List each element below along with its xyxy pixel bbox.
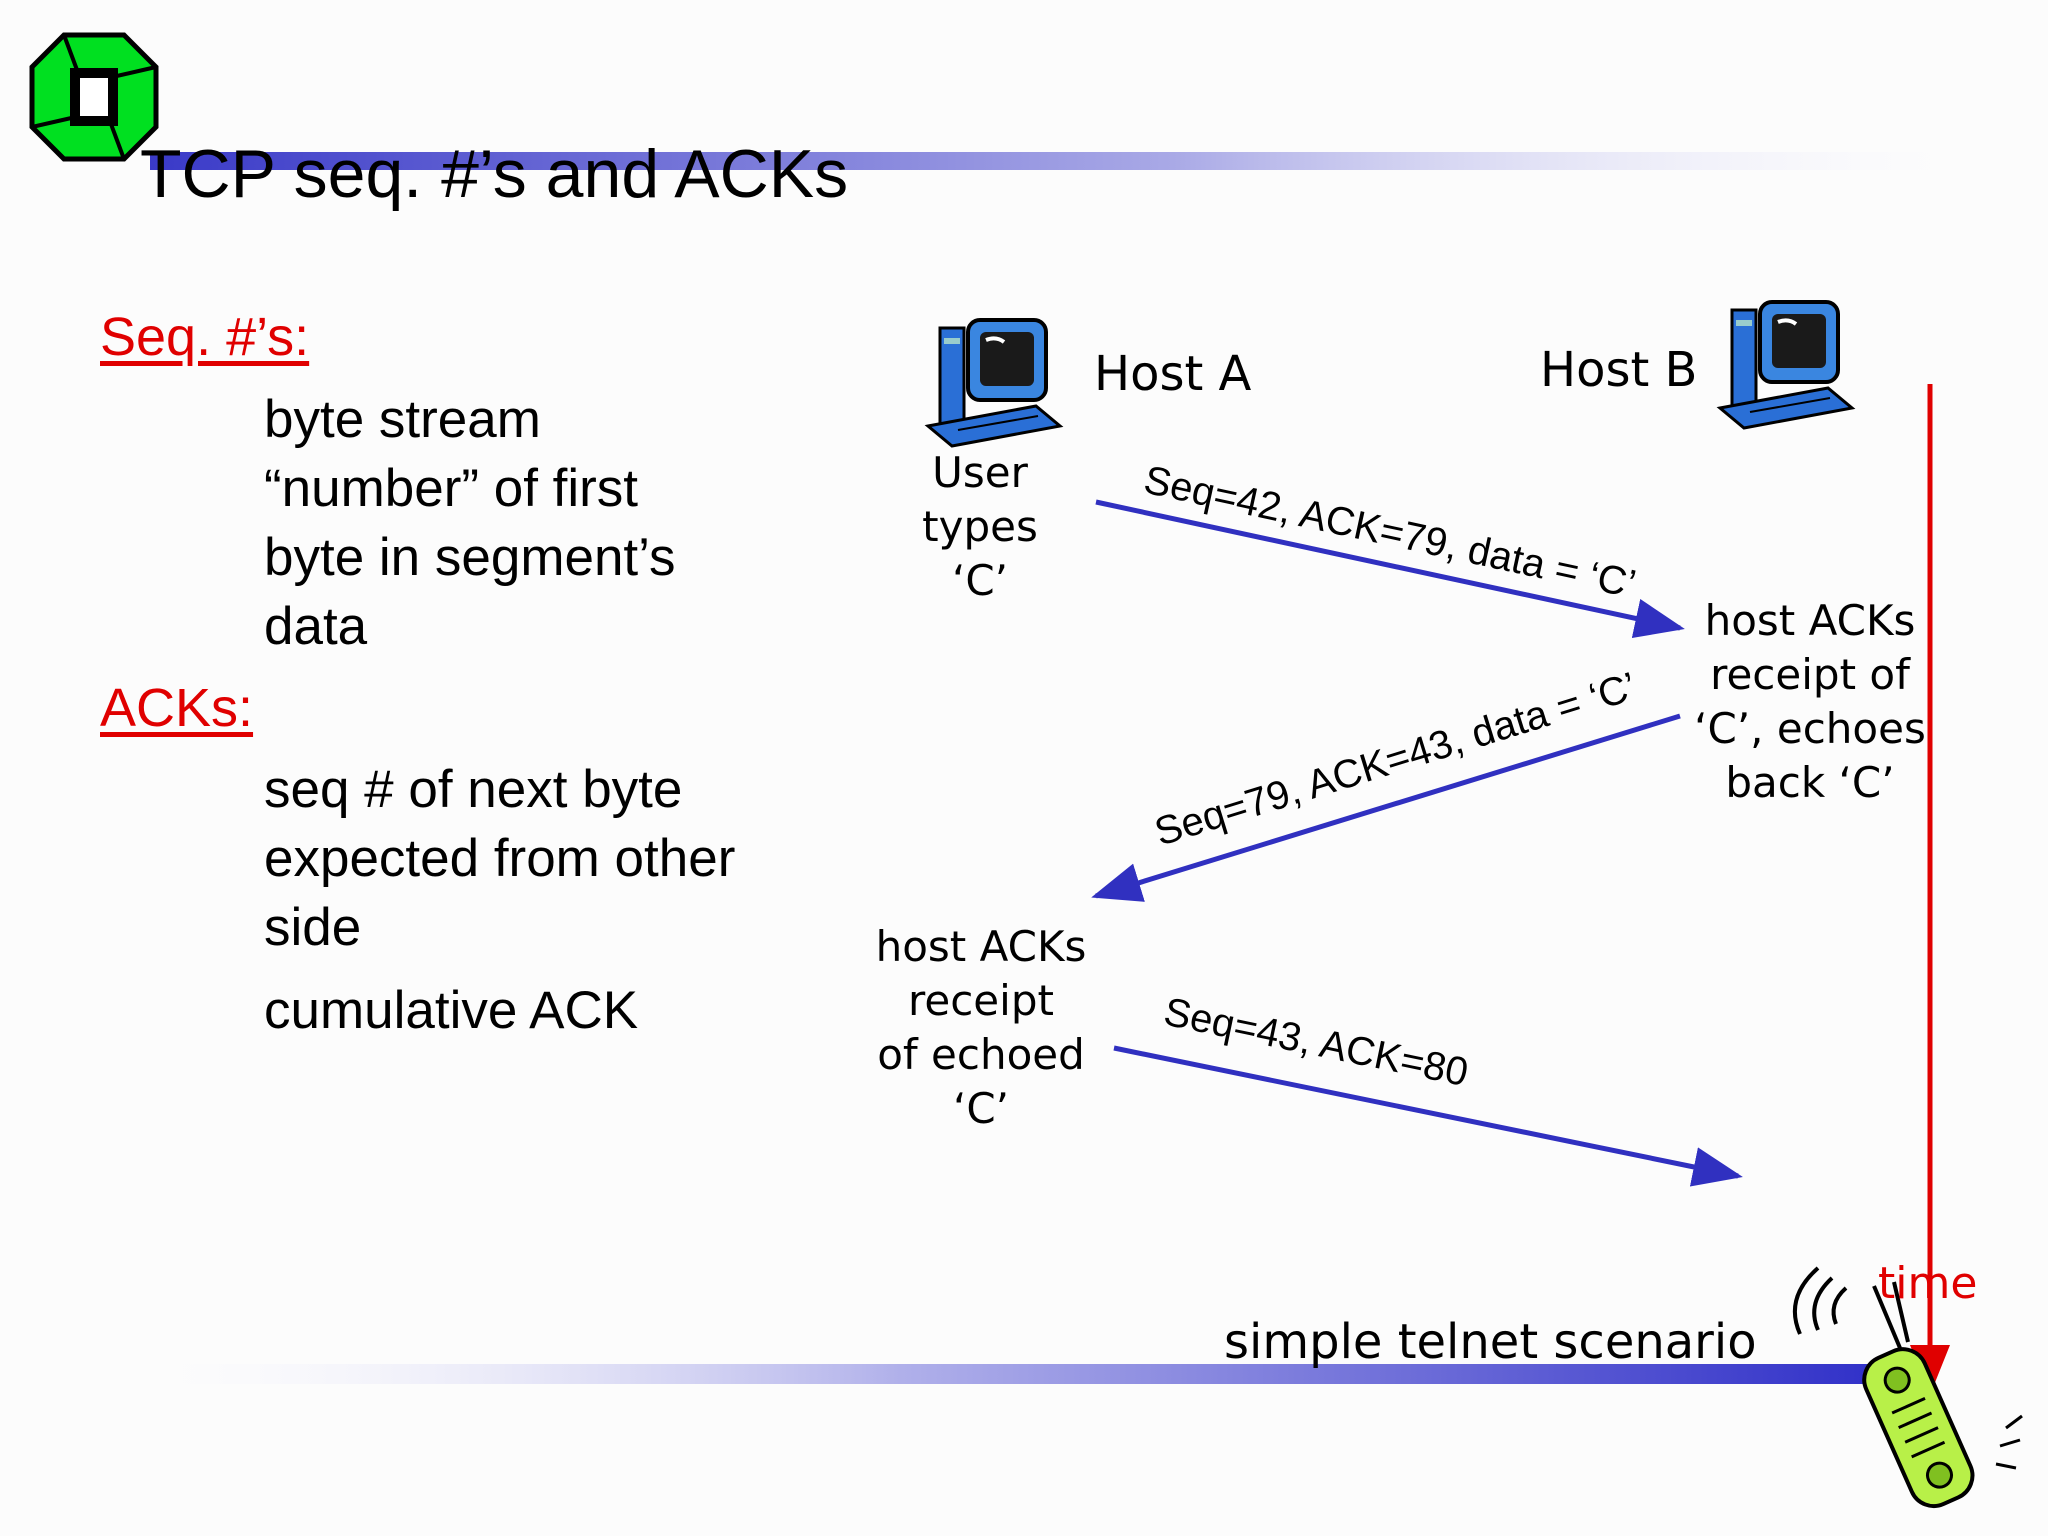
seq-description: byte stream “number” of first byte in se…: [264, 385, 675, 661]
arrow-msg1: [1095, 499, 1685, 639]
note-line: ‘C’: [952, 1084, 1010, 1133]
note-line: of echoed: [877, 1030, 1085, 1079]
note-line: receipt of: [1710, 650, 1910, 699]
bottom-bar: [100, 1364, 1880, 1384]
seq-line: data: [264, 597, 368, 656]
note-line: back ‘C’: [1725, 758, 1895, 807]
host-b-label: Host B: [1540, 342, 1698, 398]
note-line: host ACKs: [875, 922, 1087, 971]
arrow-msg3: [1113, 1045, 1743, 1187]
note-line: User: [932, 448, 1028, 497]
acks-line: expected from other: [264, 829, 736, 888]
seq-line: “number” of first: [264, 459, 639, 518]
caption: simple telnet scenario: [1224, 1314, 1757, 1370]
cumulative-ack-text: cumulative ACK: [264, 981, 639, 1040]
cumulative-ack: cumulative ACK: [264, 976, 638, 1045]
computer-icon-host-a: [924, 318, 1064, 448]
host-a-label: Host A: [1094, 346, 1252, 402]
arrow-msg2: [1091, 713, 1681, 902]
acks-description: seq # of next byte expected from other s…: [264, 755, 735, 962]
note-line: receipt: [908, 976, 1054, 1025]
seq-line: byte stream: [264, 390, 541, 449]
note-line: ‘C’: [951, 556, 1009, 605]
top-bar: [150, 152, 2010, 170]
note-line: ‘C’, echoes: [1694, 704, 1926, 753]
note-user-types: User types ‘C’: [900, 446, 1060, 608]
acks-line: side: [264, 898, 362, 957]
acks-line: seq # of next byte: [264, 760, 683, 819]
time-label: time: [1878, 1258, 1978, 1309]
note-host-a-ack: host ACKs receipt of echoed ‘C’: [866, 920, 1096, 1136]
seq-line: byte in segment’s: [264, 528, 676, 587]
phone-icon: [1792, 1266, 2023, 1509]
msg2-label: Seq=79, ACK=43, data = ‘C’: [1150, 664, 1642, 854]
slide-title: TCP seq. #’s and ACKs: [140, 136, 849, 212]
msg3-label: Seq=43, ACK=80: [1160, 990, 1472, 1095]
note-host-b-ack: host ACKs receipt of ‘C’, echoes back ‘C…: [1690, 594, 1930, 810]
note-line: types: [922, 502, 1038, 551]
computer-icon-host-b: [1716, 300, 1856, 430]
acks-heading: ACKs:: [100, 678, 254, 738]
msg1-label: Seq=42, ACK=79, data = ‘C’: [1140, 458, 1639, 607]
seq-heading: Seq. #’s:: [100, 307, 310, 367]
note-line: host ACKs: [1704, 596, 1916, 645]
logo-icon: [29, 32, 159, 162]
